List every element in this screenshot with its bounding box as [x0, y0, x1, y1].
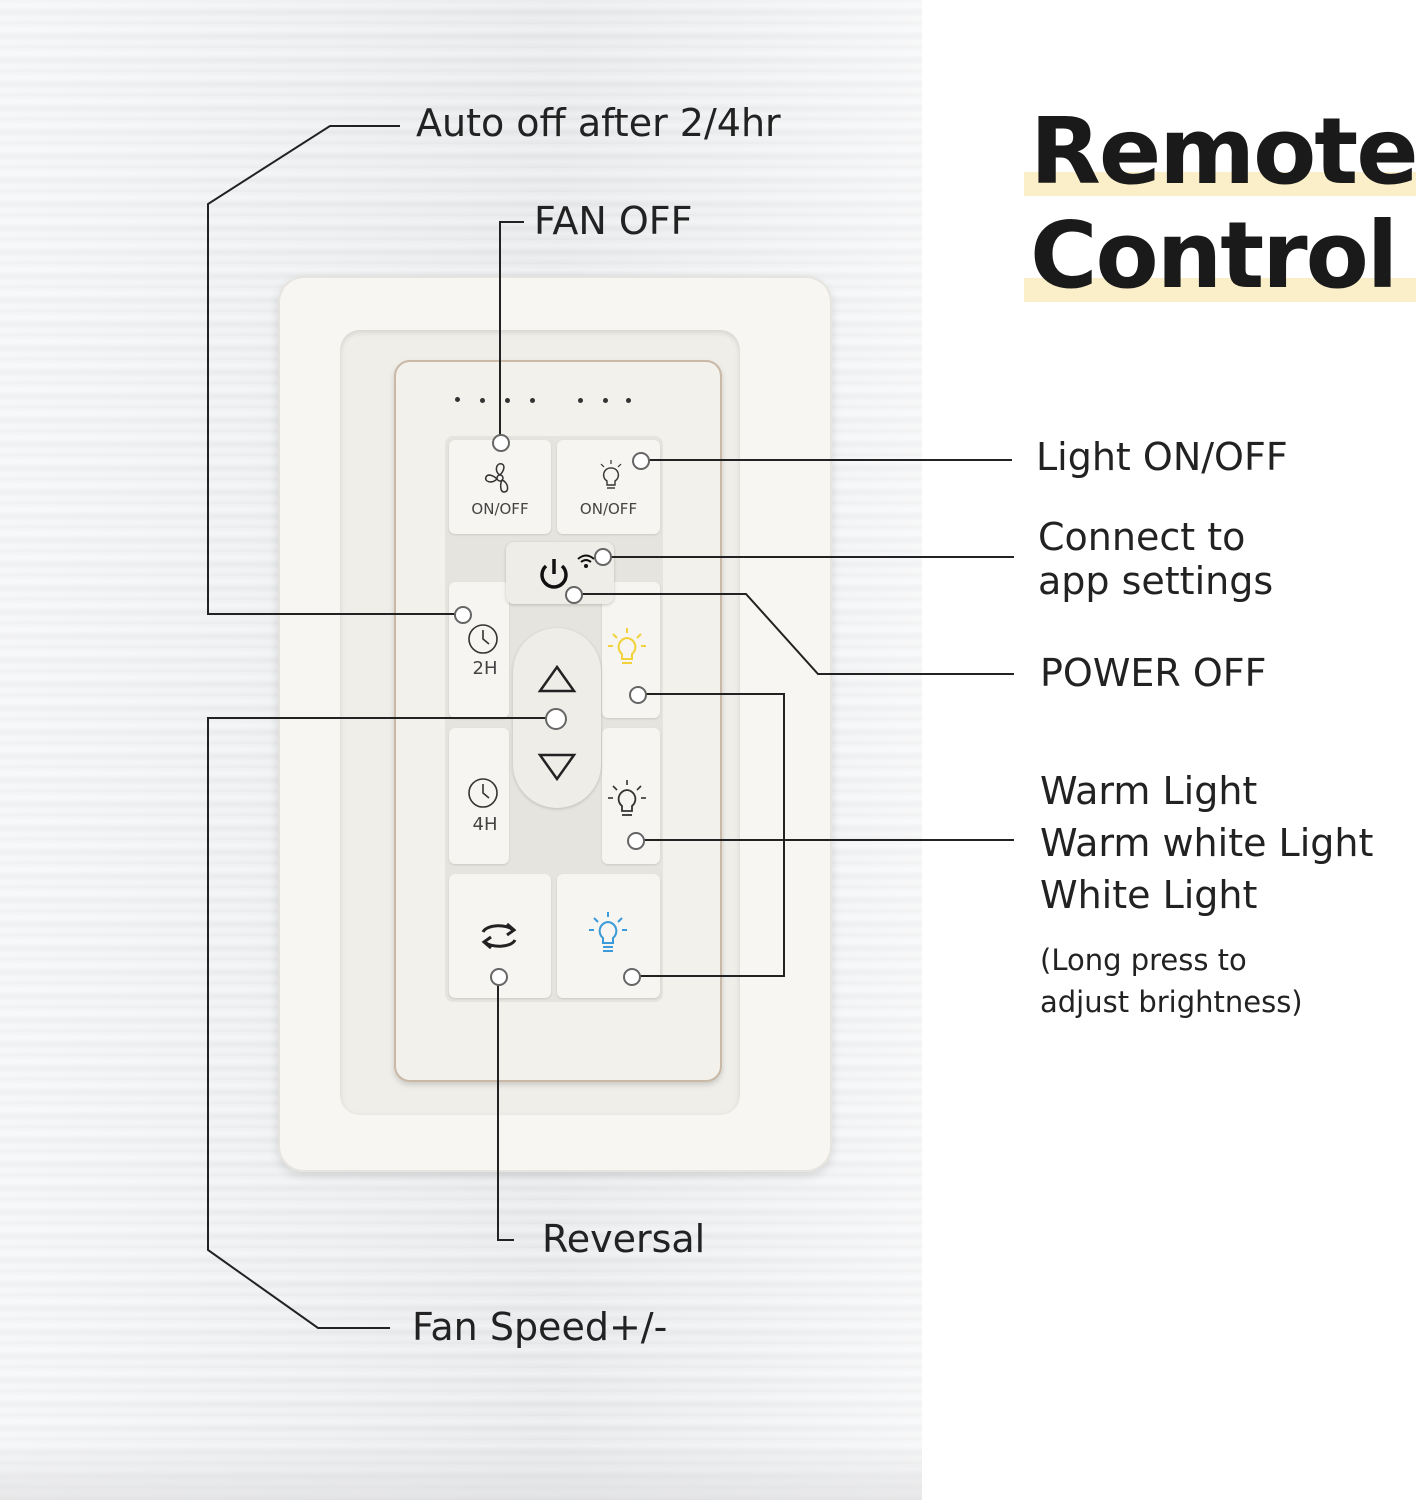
indicator-dot — [530, 398, 535, 403]
light-key-label: ON/OFF — [579, 500, 638, 518]
callout-dot-warm-white — [627, 832, 645, 850]
callout-dot-white — [623, 968, 641, 986]
label-fan-speed: Fan Speed+/- — [412, 1305, 668, 1349]
label-fan-off: FAN OFF — [534, 199, 693, 243]
background-shadow — [0, 1440, 922, 1500]
up-arrow-icon[interactable] — [537, 664, 577, 694]
callout-dot-connect — [594, 548, 612, 566]
clock-icon — [468, 624, 498, 654]
label-warm-white-light: Warm white Light — [1040, 821, 1374, 865]
label-connect-2: app settings — [1038, 559, 1274, 603]
indicator-dot — [578, 398, 583, 403]
bulb-icon — [600, 460, 622, 489]
reverse-icon — [481, 922, 517, 950]
white-bulb-icon — [589, 912, 627, 952]
title-line-1: Remote — [1030, 98, 1418, 205]
label-white-light: White Light — [1040, 873, 1258, 917]
label-warm-light: Warm Light — [1040, 769, 1258, 813]
fan-key-label: ON/OFF — [471, 500, 529, 518]
callout-dot-power — [565, 586, 583, 604]
callout-dot-speed — [545, 708, 567, 730]
callout-dot-reverse — [490, 968, 508, 986]
down-arrow-icon[interactable] — [537, 752, 577, 782]
timer-4h-label: 4H — [472, 814, 498, 835]
timer-2h-button[interactable]: 2H — [449, 582, 509, 718]
callout-dot-warm — [629, 686, 647, 704]
label-note-1: (Long press to — [1040, 943, 1247, 977]
indicator-dot — [455, 397, 460, 402]
callout-dot-fan-off — [492, 434, 510, 452]
bulb-icon — [608, 780, 646, 816]
warm-bulb-icon — [608, 628, 646, 664]
white-light-button[interactable] — [557, 874, 660, 998]
indicator-dot — [505, 398, 510, 403]
fan-icon — [484, 463, 509, 493]
callout-dot-timer — [454, 606, 472, 624]
info-panel — [922, 0, 1418, 1500]
label-auto-off: Auto off after 2/4hr — [416, 101, 781, 145]
clock-icon — [468, 778, 498, 808]
indicator-dot — [603, 398, 608, 403]
fan-onoff-button[interactable]: ON/OFF — [449, 440, 551, 534]
timer-4h-button[interactable]: 4H — [449, 728, 509, 864]
page-title: Remote Control — [1030, 98, 1418, 309]
timer-2h-label: 2H — [472, 658, 498, 679]
title-highlight-2 — [1024, 278, 1416, 302]
callout-dot-light — [632, 452, 650, 470]
indicator-dot — [626, 398, 631, 403]
label-note-2: adjust brightness) — [1040, 985, 1303, 1019]
power-icon — [540, 559, 568, 589]
label-light-onoff: Light ON/OFF — [1036, 435, 1288, 479]
title-line-2: Control — [1030, 202, 1398, 309]
label-power-off: POWER OFF — [1040, 651, 1267, 695]
indicator-dot — [480, 398, 485, 403]
wifi-icon — [577, 554, 595, 568]
label-reversal: Reversal — [542, 1217, 706, 1261]
title-highlight-1 — [1024, 172, 1416, 196]
label-connect-1: Connect to — [1038, 515, 1246, 559]
